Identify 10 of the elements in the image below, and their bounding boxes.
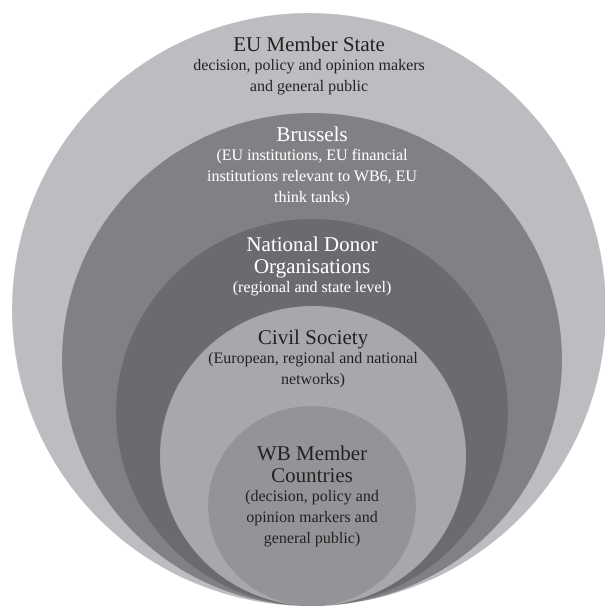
band-description: (regional and state level): [232, 278, 392, 298]
band-description: (decision, policy and opinion markers and general public): [244, 487, 380, 549]
band-title: EU Member State: [233, 33, 385, 55]
band-description: decision, policy and opinion makers and general public: [192, 56, 426, 97]
band-title: Brussels: [276, 123, 348, 145]
band-title: Civil Society: [258, 326, 368, 348]
band-description: (EU institutions, EU financial institutions relevant to WB6, EU think tanks): [206, 146, 418, 208]
band-description: (European, regional and national networks): [208, 349, 418, 390]
band-title: National Donor Organisations: [245, 233, 379, 277]
band-title: WB Member Countries: [256, 442, 368, 486]
